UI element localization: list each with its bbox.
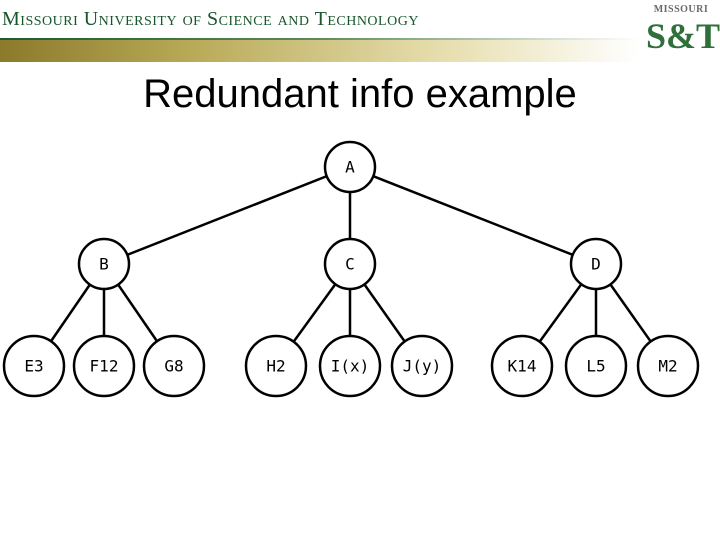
node-label-k: K14 — [508, 357, 537, 376]
tree-node-k: K14 — [490, 334, 554, 398]
node-label-m: M2 — [658, 357, 677, 376]
node-label-g: G8 — [164, 357, 183, 376]
node-circle-f — [72, 334, 136, 398]
node-label-f: F12 — [90, 357, 119, 376]
slide-title: Redundant info example — [143, 72, 577, 116]
node-label-e: E3 — [24, 357, 43, 376]
node-label-c: C — [345, 255, 355, 274]
edge-a-b — [103, 165, 351, 266]
node-label-b: B — [99, 255, 109, 274]
node-label-d: D — [591, 255, 601, 274]
node-label-j: J(y) — [403, 357, 442, 376]
tree-node-i: I(x) — [318, 334, 382, 398]
node-circle-b — [77, 237, 131, 291]
tree-node-j: J(y) — [390, 334, 454, 398]
node-circle-e — [2, 334, 66, 398]
header-green-line — [0, 38, 640, 41]
tree-node-g: G8 — [142, 334, 206, 398]
node-circle-l — [564, 334, 628, 398]
node-circle-j — [390, 334, 454, 398]
node-circle-m — [636, 334, 700, 398]
node-circle-h — [244, 334, 308, 398]
tree-node-e: E3 — [2, 334, 66, 398]
node-label-a: A — [345, 158, 355, 177]
tree-node-h: H2 — [244, 334, 308, 398]
tree-node-d: D — [569, 237, 623, 291]
header-band: Missouri University of Science and Techn… — [0, 0, 720, 62]
tree-node-f: F12 — [72, 334, 136, 398]
node-circle-g — [142, 334, 206, 398]
tree-node-c: C — [323, 237, 377, 291]
node-label-h: H2 — [266, 357, 285, 376]
logo-mark: S&T — [646, 16, 720, 56]
university-logo: MISSOURI S&T — [646, 4, 720, 62]
tree-node-b: B — [77, 237, 131, 291]
node-label-i: I(x) — [331, 357, 370, 376]
node-circle-i — [318, 334, 382, 398]
edge-a-d — [349, 165, 597, 266]
header-gold-bar — [0, 40, 640, 62]
tree-node-l: L5 — [564, 334, 628, 398]
tree-node-m: M2 — [636, 334, 700, 398]
node-circle-k — [490, 334, 554, 398]
logo-top-text: MISSOURI — [653, 4, 709, 15]
node-circle-c — [323, 237, 377, 291]
node-label-l: L5 — [586, 357, 605, 376]
node-circle-a — [323, 140, 377, 194]
tree-node-a: A — [323, 140, 377, 194]
tree-diagram: A B C D E3 F12 G8 H2 I(x) J(y) K14 — [2, 140, 700, 398]
university-name: Missouri University of Science and Techn… — [2, 8, 419, 30]
node-circle-d — [569, 237, 623, 291]
